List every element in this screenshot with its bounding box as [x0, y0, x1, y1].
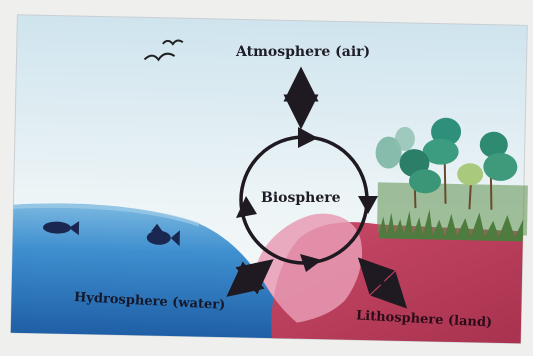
atmosphere-label: Atmosphere (air)	[236, 44, 370, 60]
biosphere-label: Biosphere	[261, 190, 341, 206]
